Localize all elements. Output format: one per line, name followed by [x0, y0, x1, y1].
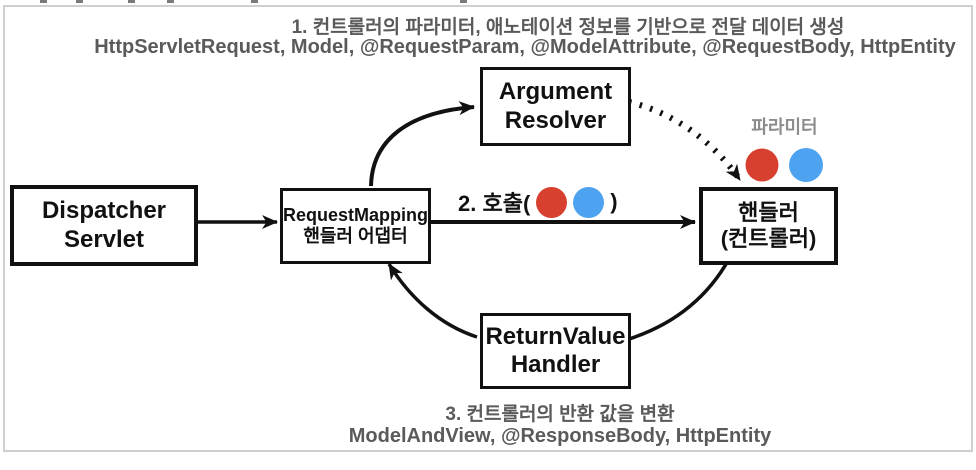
cropped-text-remnant — [76, 0, 83, 3]
node-label: Resolver — [504, 106, 607, 134]
cropped-text-remnant — [167, 0, 174, 3]
arrow-dotted-resolver-to-handler — [628, 99, 743, 182]
call-label-prefix: 2. 호출( — [458, 191, 531, 216]
parameter-label: 파라미터 — [751, 117, 818, 137]
arrow-returnvalue-to-adapter — [387, 263, 478, 339]
param-blue-circle — [789, 148, 823, 182]
step3-annotation: 3. 컨트롤러의 반환 값을 변환 — [445, 404, 675, 425]
node-label: Argument — [498, 78, 613, 106]
node-argument-resolver: Argument Resolver — [480, 67, 631, 146]
node-dispatcher-servlet: Dispatcher Servlet — [10, 185, 198, 266]
node-label: (컨트롤러) — [720, 226, 817, 251]
node-label: Dispatcher — [41, 197, 167, 225]
param-red-circle — [745, 148, 779, 182]
arrow-adapter-to-argument-resolver — [369, 101, 475, 187]
cropped-text-remnant — [460, 0, 467, 3]
call-arg-blue-icon — [573, 186, 605, 218]
node-label: RequestMapping — [283, 204, 429, 225]
node-label: ReturnValue — [485, 322, 626, 350]
cropped-text-remnant — [40, 0, 47, 3]
step1-types-list: HttpServletRequest, Model, @RequestParam… — [94, 36, 956, 58]
node-handler-controller: 핸들러 (컨트롤러) — [699, 187, 838, 265]
node-label: 핸들러 — [738, 200, 799, 226]
node-requestmapping-handler-adapter: RequestMapping 핸들러 어댑터 — [280, 188, 431, 264]
node-returnvalue-handler: ReturnValue Handler — [480, 313, 631, 389]
node-label: Servlet — [63, 225, 145, 253]
node-label: Handler — [510, 351, 601, 378]
call-label-suffix: ) — [610, 189, 618, 214]
node-label: 핸들러 어댑터 — [303, 226, 408, 246]
arrow-handler-to-returnvalue — [628, 258, 731, 341]
step1-annotation: 1. 컨트롤러의 파라미터, 애노테이션 정보를 기반으로 전달 데이터 생성 — [291, 17, 845, 38]
call-label: 2. 호출( ) — [458, 185, 618, 219]
cropped-text-remnant — [128, 0, 135, 3]
call-arg-red-icon — [536, 186, 568, 218]
cropped-text-remnant — [251, 0, 258, 3]
step3-types-list: ModelAndView, @ResponseBody, HttpEntity — [348, 425, 772, 447]
